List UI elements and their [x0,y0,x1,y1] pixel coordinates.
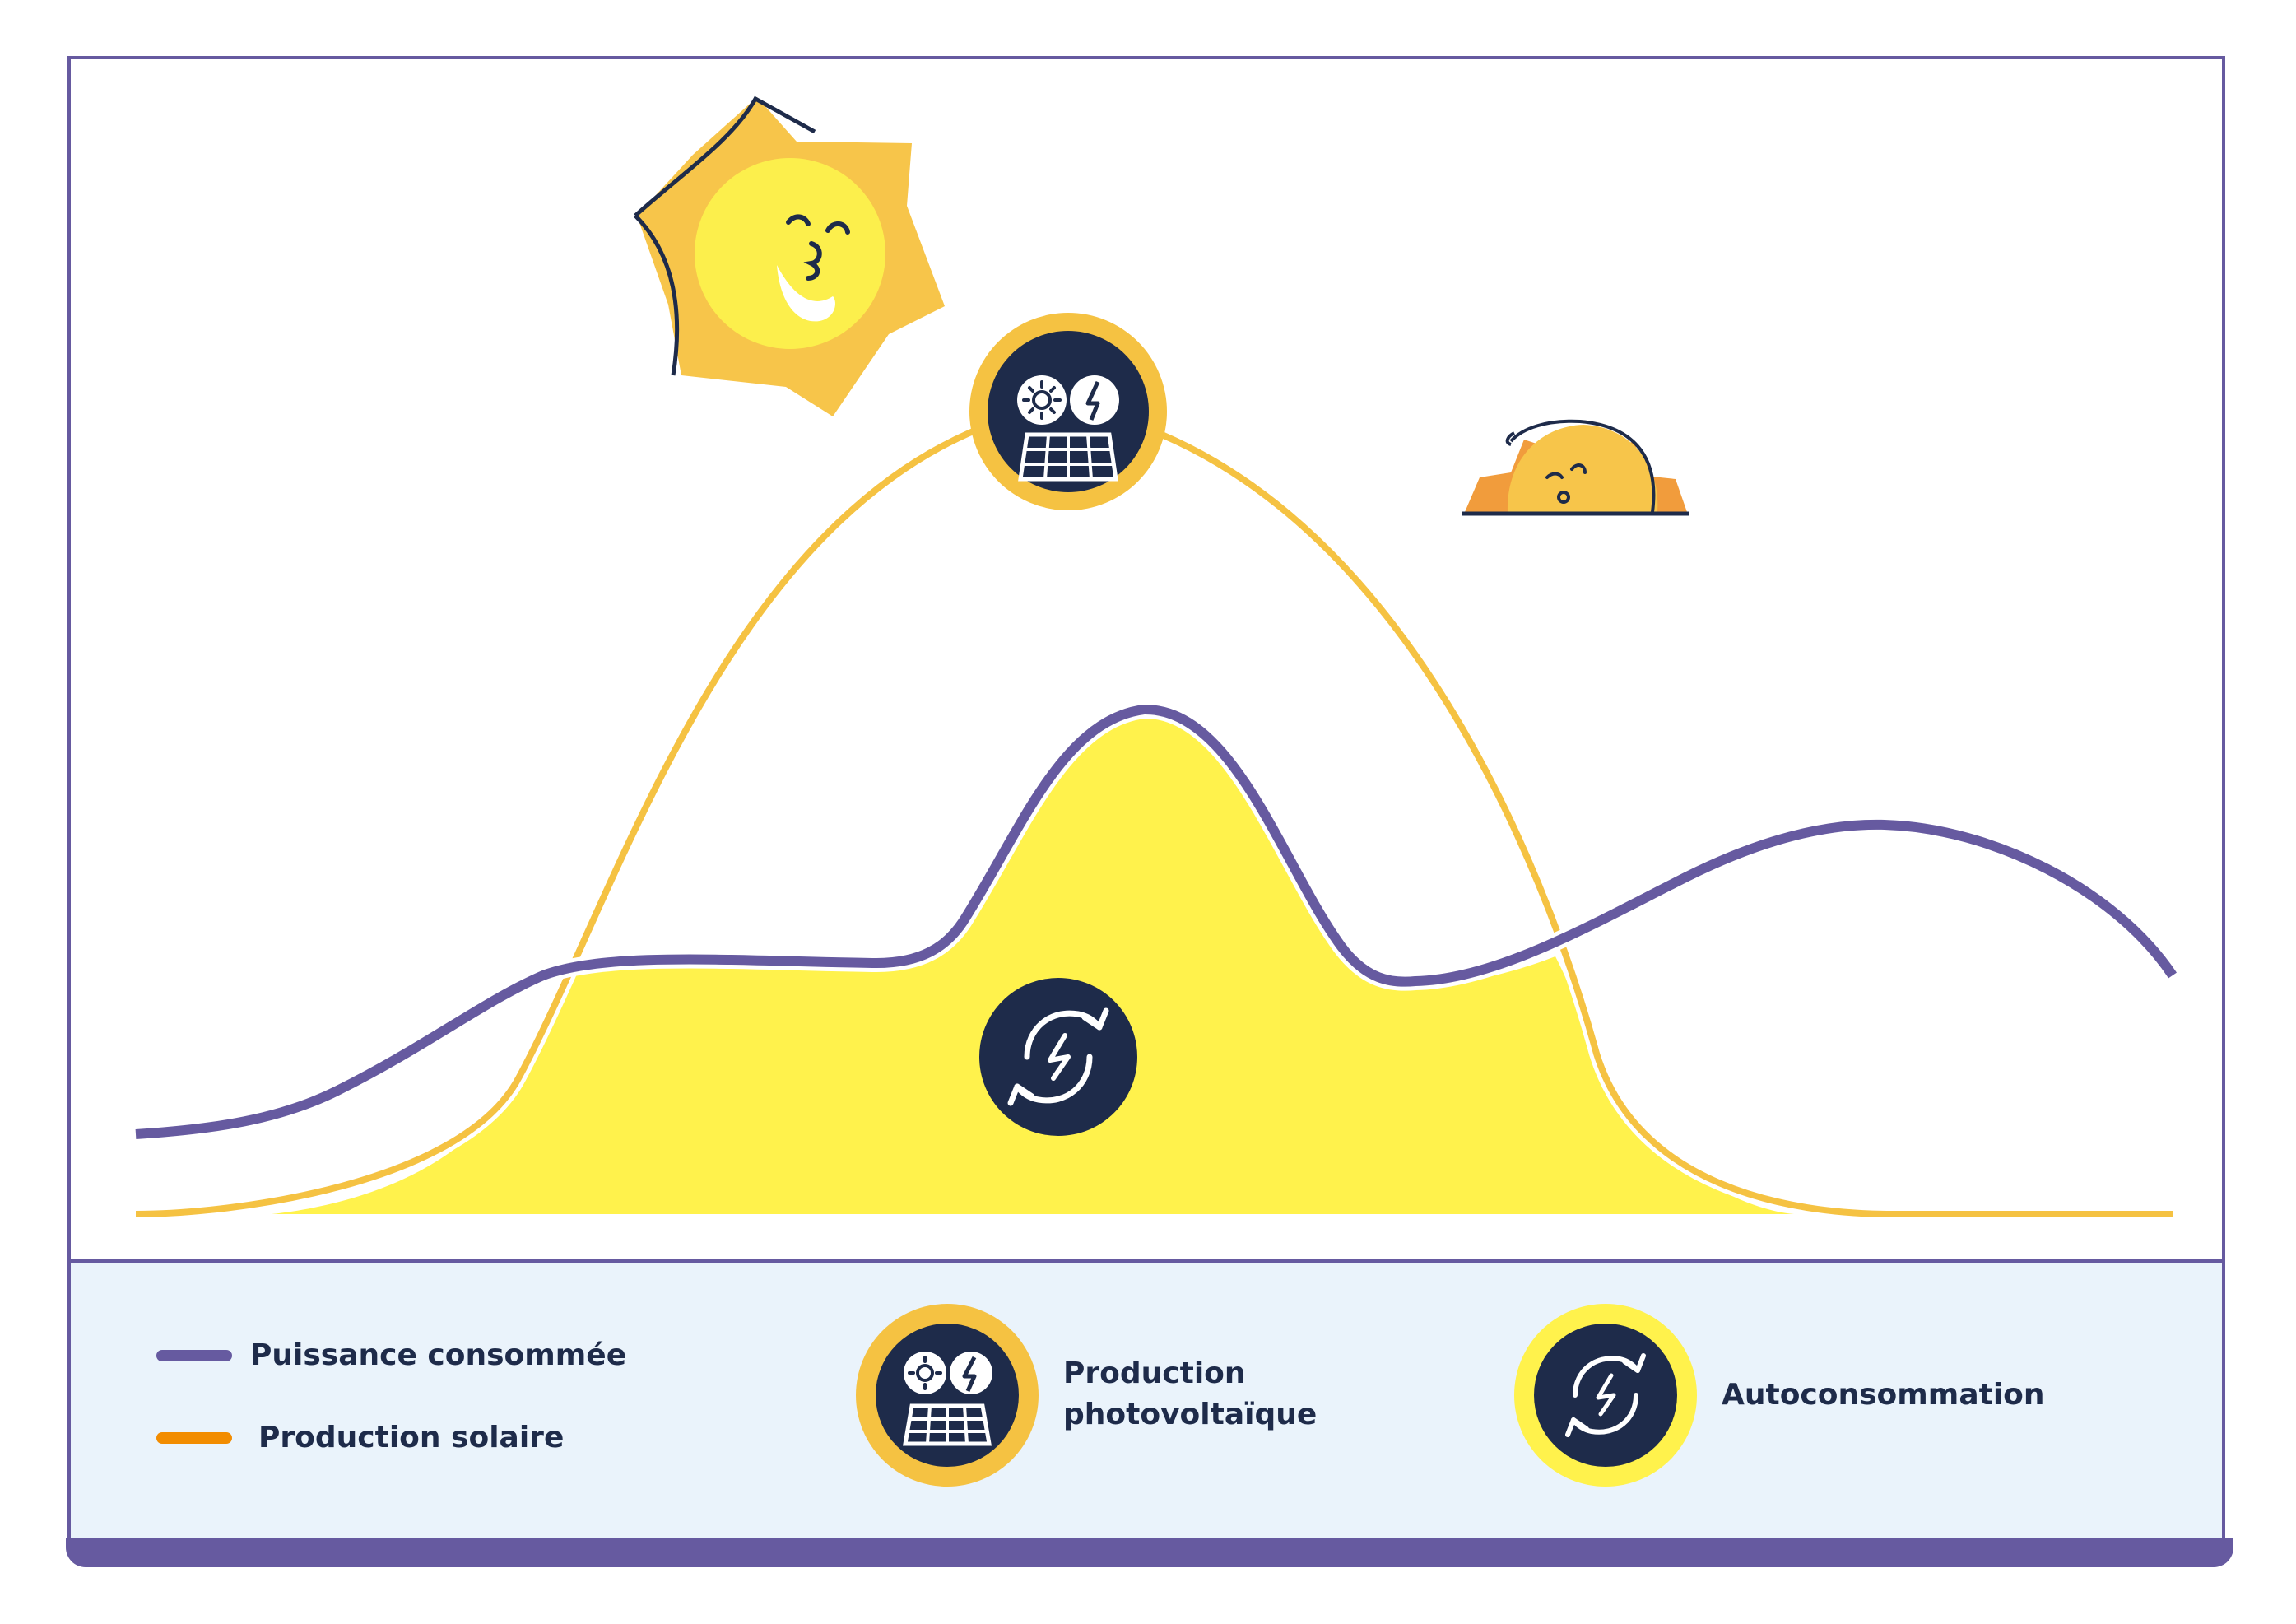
autoconsumption-legend-badge [1514,1304,1697,1487]
consumption-legend-swatch [156,1350,232,1361]
recycle-energy-icon [1565,1353,1646,1437]
consumption-legend-label: Puissance consommée [250,1338,627,1372]
production-legend-swatch [156,1432,232,1444]
autoconsumption-area [272,718,1794,1214]
production-legend-label: Production solaire [258,1421,565,1454]
bottom-bar [66,1538,2233,1567]
autoconsumption-legend-label: Autoconsommation [1722,1378,2045,1412]
solar-panel-icon [1017,375,1119,482]
photovoltaic-legend-label-line2: photovoltaïque [1063,1398,1318,1431]
recycle-energy-icon [979,978,1137,1136]
photovoltaic-legend-label-line1: Production [1063,1356,1246,1390]
legend-panel [71,1259,2222,1543]
solar-panel-icon [903,1352,992,1446]
setting-sun-icon [1462,419,1689,516]
photovoltaic-badge [969,313,1167,510]
consumption-curve [135,704,2177,1139]
photovoltaic-legend-badge [856,1304,1039,1487]
smiling-sun-icon [634,95,945,416]
